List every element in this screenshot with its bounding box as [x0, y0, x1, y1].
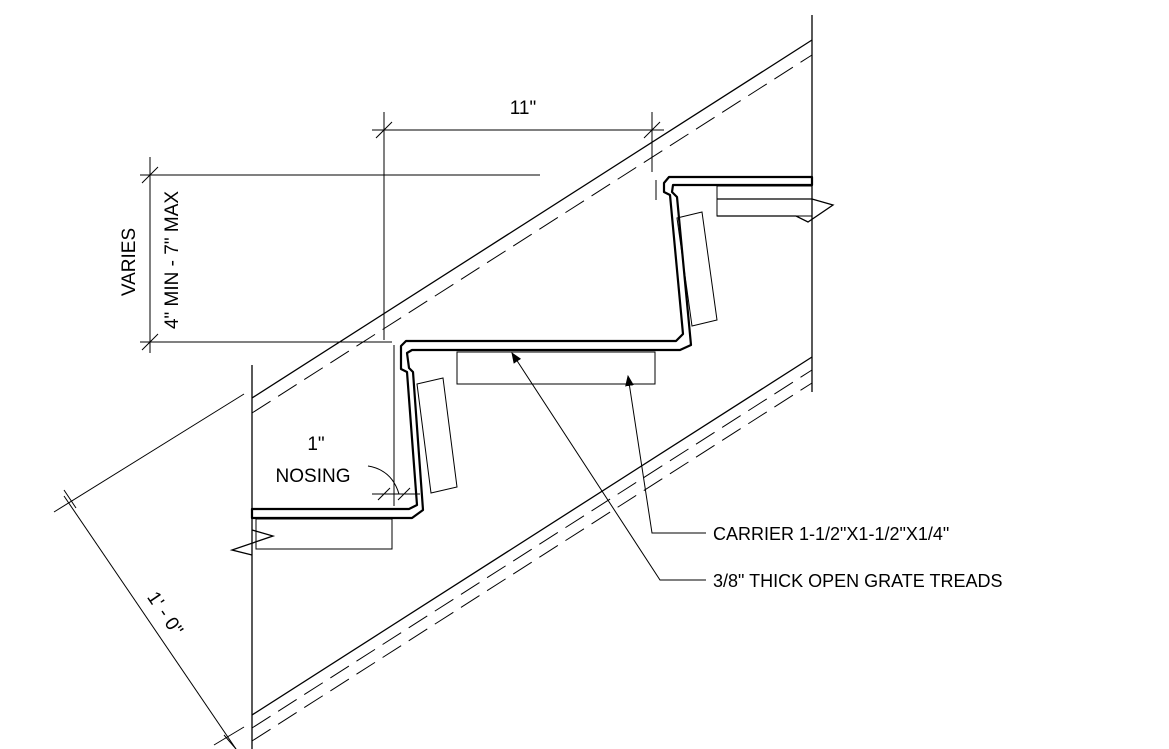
carrier-callout: CARRIER 1-1/2"X1-1/2"X1/4" — [713, 524, 949, 544]
diag-extension-bottom — [213, 726, 245, 746]
riser-angle-upper — [676, 211, 718, 327]
carrier-leader — [625, 374, 706, 534]
stringer-bottom-dashed-line-1 — [251, 369, 813, 729]
treads-leader — [511, 352, 706, 581]
nosing-tick-left — [377, 487, 391, 501]
riser-tick-top — [141, 166, 159, 184]
treads-callout: 3/8" THICK OPEN GRATE TREADS — [713, 571, 1002, 591]
carrier-angle-upper — [716, 185, 813, 217]
diag-dim-label: 1' - 0" — [142, 588, 186, 640]
carrier-angle-middle — [456, 351, 656, 385]
dim-11-tick-left — [375, 121, 393, 139]
stringer-top-dashed-line — [251, 54, 813, 414]
riser-range-label: 4" MIN - 7" MAX — [162, 191, 183, 329]
nosing-tick-right — [397, 487, 411, 501]
diag-dim-line — [63, 495, 237, 749]
break-line-right — [717, 198, 835, 223]
stringer-top-line — [251, 39, 813, 399]
nosing-text-label: NOSING — [276, 466, 351, 487]
diag-tick-bottom — [223, 734, 237, 749]
dim-11-label: 11" — [510, 98, 536, 119]
riser-angle-lower — [416, 377, 458, 494]
carrier-angle-lower — [255, 518, 393, 550]
riser-varies-label: VARIES — [119, 228, 140, 296]
stringer-bottom-dashed-line-2 — [251, 382, 813, 742]
riser-tick-bottom — [141, 333, 159, 351]
nosing-leader-line — [367, 465, 400, 495]
dim-11-tick-right — [643, 121, 661, 139]
tread-profile — [250, 175, 814, 520]
diag-extension-top — [53, 393, 245, 513]
break-line-left — [229, 529, 276, 556]
diag-tick-top — [63, 489, 77, 509]
nosing-value-label: 1" — [307, 434, 324, 455]
stringer-bottom-line — [251, 356, 813, 716]
